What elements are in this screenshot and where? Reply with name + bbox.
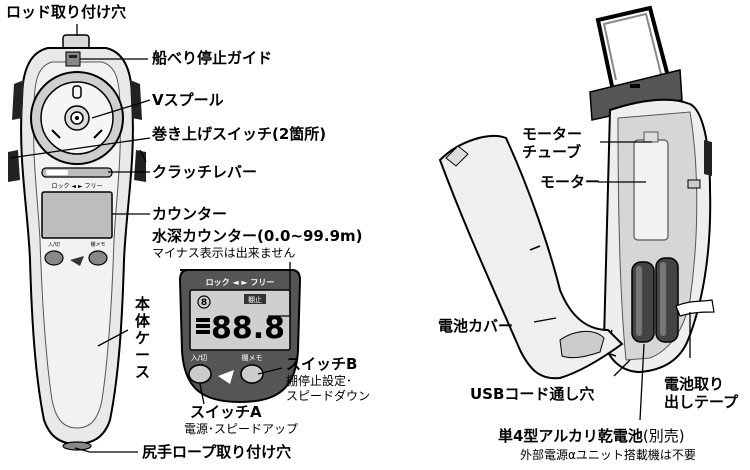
label-fune-guide: 船べり停止ガイド: [152, 49, 273, 67]
label-battery-cover: 電池カバー: [438, 317, 514, 335]
label-body-case: 本体ケース: [134, 295, 150, 381]
label-minus-note: マイナス表示は出来ません: [152, 246, 296, 260]
label-switch-b-desc1: 棚停止設定･: [286, 374, 353, 388]
switch-a-button: [188, 364, 212, 384]
right-switch-grip: [134, 150, 146, 182]
brand-logo-small: [70, 256, 84, 266]
svg-text:棚止: 棚止: [248, 295, 262, 304]
counter-display: [41, 191, 113, 239]
svg-text:ロック ◄ ► フリー: ロック ◄ ► フリー: [206, 277, 275, 287]
leader-lines-right: [533, 141, 691, 421]
label-motor: モーター: [540, 173, 601, 191]
switch-b-button: [240, 364, 264, 384]
label-battery-note: 外部電源αユニット搭載機は不要: [520, 448, 696, 462]
digit-readout: 88.8: [211, 311, 285, 346]
battery-2: [655, 257, 679, 343]
battery-main-text: 単4型アルカリ乾電池: [498, 427, 643, 445]
battery-sold-text: (別売): [642, 427, 685, 445]
tail-rope-hole: [62, 441, 92, 451]
left-switch-grip: [8, 150, 20, 182]
battery-1: [631, 261, 655, 343]
label-motor-tube-2: チューブ: [522, 143, 582, 161]
small-button-b: [88, 250, 108, 266]
svg-text:入/切: 入/切: [191, 354, 207, 362]
label-motor-tube-1: モーター: [522, 125, 583, 143]
zoom-panel: ロック ◄ ► フリー 8 棚止 88.8 入/切 棚メモ: [178, 269, 302, 404]
label-depth-counter: 水深カウンター(0.0~99.9m): [152, 227, 363, 245]
svg-text:棚メモ: 棚メモ: [242, 353, 263, 362]
fune-guide: [65, 51, 81, 67]
battery-cover: [438, 135, 624, 380]
right-grip-top: [130, 80, 142, 120]
label-battery-main: 単4型アルカリ乾電池(別売): [498, 428, 685, 445]
battery-pull-tape: [675, 299, 715, 317]
svg-text:棚メモ: 棚メモ: [90, 241, 105, 248]
svg-text:入/切: 入/切: [48, 241, 60, 248]
label-switch-a-desc: 電源･スピードアップ: [184, 422, 299, 436]
label-rod-hole: ロッド取り付け穴: [6, 3, 127, 21]
clamp-base: [589, 69, 683, 121]
label-v-spool: Vスプール: [152, 91, 224, 109]
left-grip-top: [12, 80, 24, 120]
label-clutch-lever: クラッチレバー: [152, 163, 258, 181]
svg-text:8: 8: [201, 298, 207, 308]
label-counter: カウンター: [152, 205, 228, 223]
motor: [633, 139, 669, 241]
depth-counter-display: [189, 289, 291, 351]
label-usb-hole: USBコード通し穴: [470, 385, 595, 403]
label-switch-b: スイッチB: [286, 355, 358, 373]
label-battery-tape-2: 出しテープ: [664, 393, 739, 411]
label-switch-b-desc2: スピードダウン: [286, 389, 371, 403]
label-battery-tape-1: 電池取り: [664, 375, 725, 393]
label-switch-a: スイッチA: [190, 403, 262, 421]
open-body: [589, 5, 715, 374]
label-winding-switch: 巻き上げスイッチ(2箇所): [152, 125, 327, 143]
main-body: ロック ◄ ► フリー 入/切 棚メモ: [8, 34, 146, 451]
leader-lines-mid: [199, 262, 291, 405]
small-button-a: [44, 250, 64, 266]
leader-lines-left: [9, 24, 151, 453]
brand-logo: [218, 370, 234, 384]
svg-text:ロック ◄ ► フリー: ロック ◄ ► フリー: [52, 183, 103, 190]
rod-mount: [62, 34, 90, 50]
label-tail-rope-hole: 尻手ロープ取り付け穴: [142, 443, 292, 461]
battery-cover-group: [438, 135, 624, 380]
rod-clamp: [595, 5, 672, 87]
